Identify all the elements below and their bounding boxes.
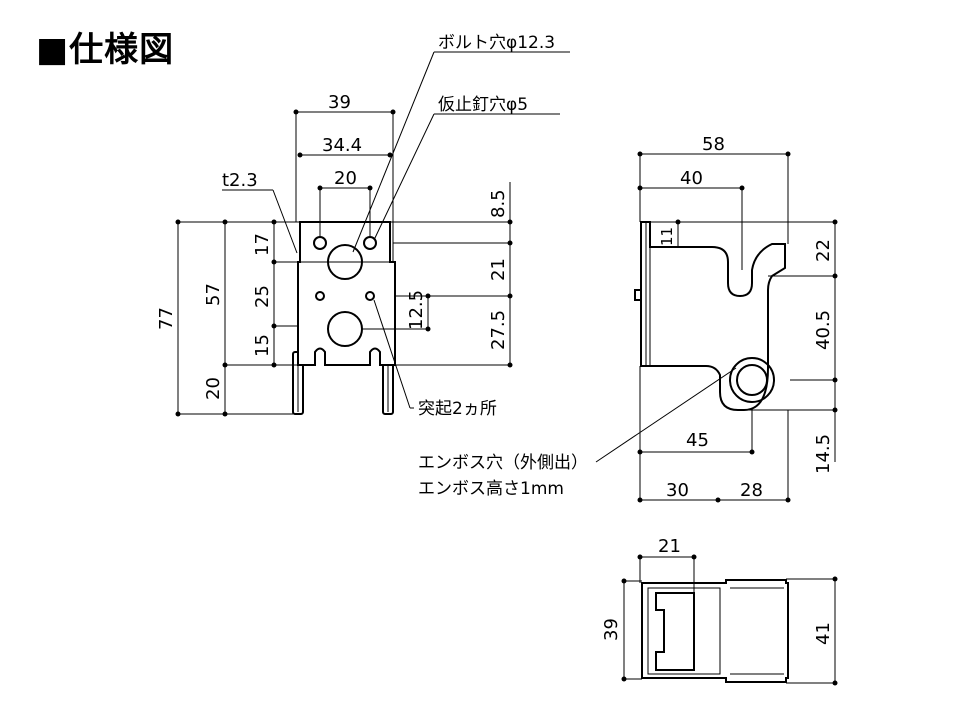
front-body <box>297 221 396 366</box>
label-emboss-hole: エンボス穴（外側出） <box>418 453 588 473</box>
dim-side-top: 22 <box>813 239 834 262</box>
bottom-dimensions <box>621 554 838 686</box>
emboss-hole-inner <box>736 364 768 396</box>
dim-width-inner: 34.4 <box>322 135 362 156</box>
protrusion-right <box>365 291 375 301</box>
dim-protrusion-offset: 12.5 <box>406 290 427 330</box>
dim-width-outer: 39 <box>328 92 351 113</box>
side-dimensions <box>595 151 838 503</box>
dim-side-lip: 11 <box>658 227 676 246</box>
dim-side-slot-pos: 40 <box>680 168 703 189</box>
page-title: ■仕様図 <box>36 30 175 70</box>
dim-side-mid: 40.5 <box>813 310 834 350</box>
dim-total-height: 77 <box>156 307 177 330</box>
dim-top-to-hole: 17 <box>252 233 273 256</box>
side-view <box>634 221 786 411</box>
dim-right-mid: 21 <box>488 258 509 281</box>
dim-hole-pitch: 20 <box>334 168 357 189</box>
dim-side-total-width: 58 <box>702 134 725 155</box>
dim-thickness: t2.3 <box>222 170 258 191</box>
side-tab <box>634 289 642 301</box>
emboss-hole-outer <box>729 357 775 403</box>
dim-bottom-height-left: 39 <box>601 618 622 641</box>
bottom-view <box>641 579 789 683</box>
dim-side-base-right: 28 <box>740 480 763 501</box>
front-dimensions <box>175 51 570 417</box>
label-bolt-hole: ボルト穴φ12.3 <box>438 33 555 53</box>
bottom-body <box>641 579 789 683</box>
dim-body-height: 57 <box>203 283 224 306</box>
dim-bottom-height-right: 41 <box>813 622 834 645</box>
label-protrusion: 突起2ヵ所 <box>418 399 497 419</box>
protrusion-left <box>315 291 325 301</box>
dim-side-bottom: 14.5 <box>813 434 834 474</box>
dim-bottom-inner-width: 21 <box>658 536 681 557</box>
side-body <box>640 221 786 411</box>
bolt-hole-upper <box>327 244 363 280</box>
dim-side-base-left: 30 <box>666 480 689 501</box>
dim-side-hole-pos: 45 <box>686 430 709 451</box>
dim-leg-height: 20 <box>203 377 224 400</box>
label-temp-nail-hole: 仮止釘穴φ5 <box>438 95 528 115</box>
dim-hole-to-bottom: 15 <box>252 334 273 357</box>
label-emboss-height: エンボス高さ1mm <box>418 479 564 499</box>
dim-right-top: 8.5 <box>488 189 509 218</box>
dim-right-lower: 27.5 <box>488 310 509 350</box>
dim-hole-to-hole: 25 <box>252 285 273 308</box>
